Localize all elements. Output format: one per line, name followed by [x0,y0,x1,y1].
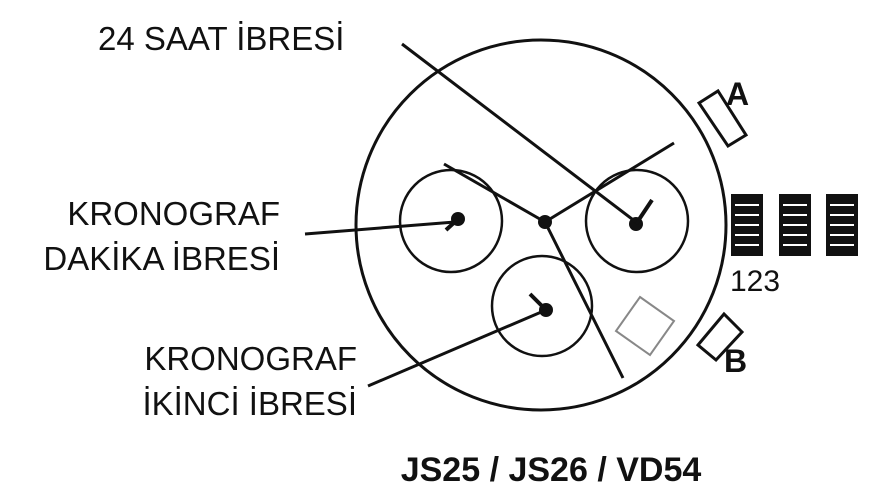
model-title: JS25 / JS26 / VD54 [401,451,702,489]
watch-case [354,38,728,412]
label-chrono-minute-line1: KRONOGRAF [67,195,280,232]
subdial-bottom [490,254,594,358]
crown-position-1 [731,194,763,256]
leader-chrono-minute [304,220,456,236]
subdial-right-hand [634,198,654,226]
subdial-left [398,168,504,274]
subdial-left-hand [444,217,460,232]
central-pivot [538,215,552,229]
central-hand-long [543,221,625,379]
crown-position-2 [779,194,811,256]
crown-positions-label: 123 [730,265,780,298]
pusher-a [696,88,749,149]
button-a-label: A [726,76,749,112]
central-hand-right [544,141,675,224]
subdial-right [584,168,690,274]
date-window [614,295,676,357]
central-hand-left [443,162,546,224]
pusher-b [695,311,745,363]
subdial-bottom-hand [528,292,548,312]
leader-chrono-second [367,308,547,388]
label-24-hour-hand: 24 SAAT İBRESİ [98,20,344,57]
label-chrono-minute-line2: DAKİKA İBRESİ [43,240,280,277]
label-chrono-second-line1: KRONOGRAF [144,340,357,377]
crown-position-3 [826,194,858,256]
leader-24h [401,42,637,224]
label-chrono-second-line2: İKİNCİ İBRESİ [142,385,357,422]
button-b-label: B [724,343,747,379]
